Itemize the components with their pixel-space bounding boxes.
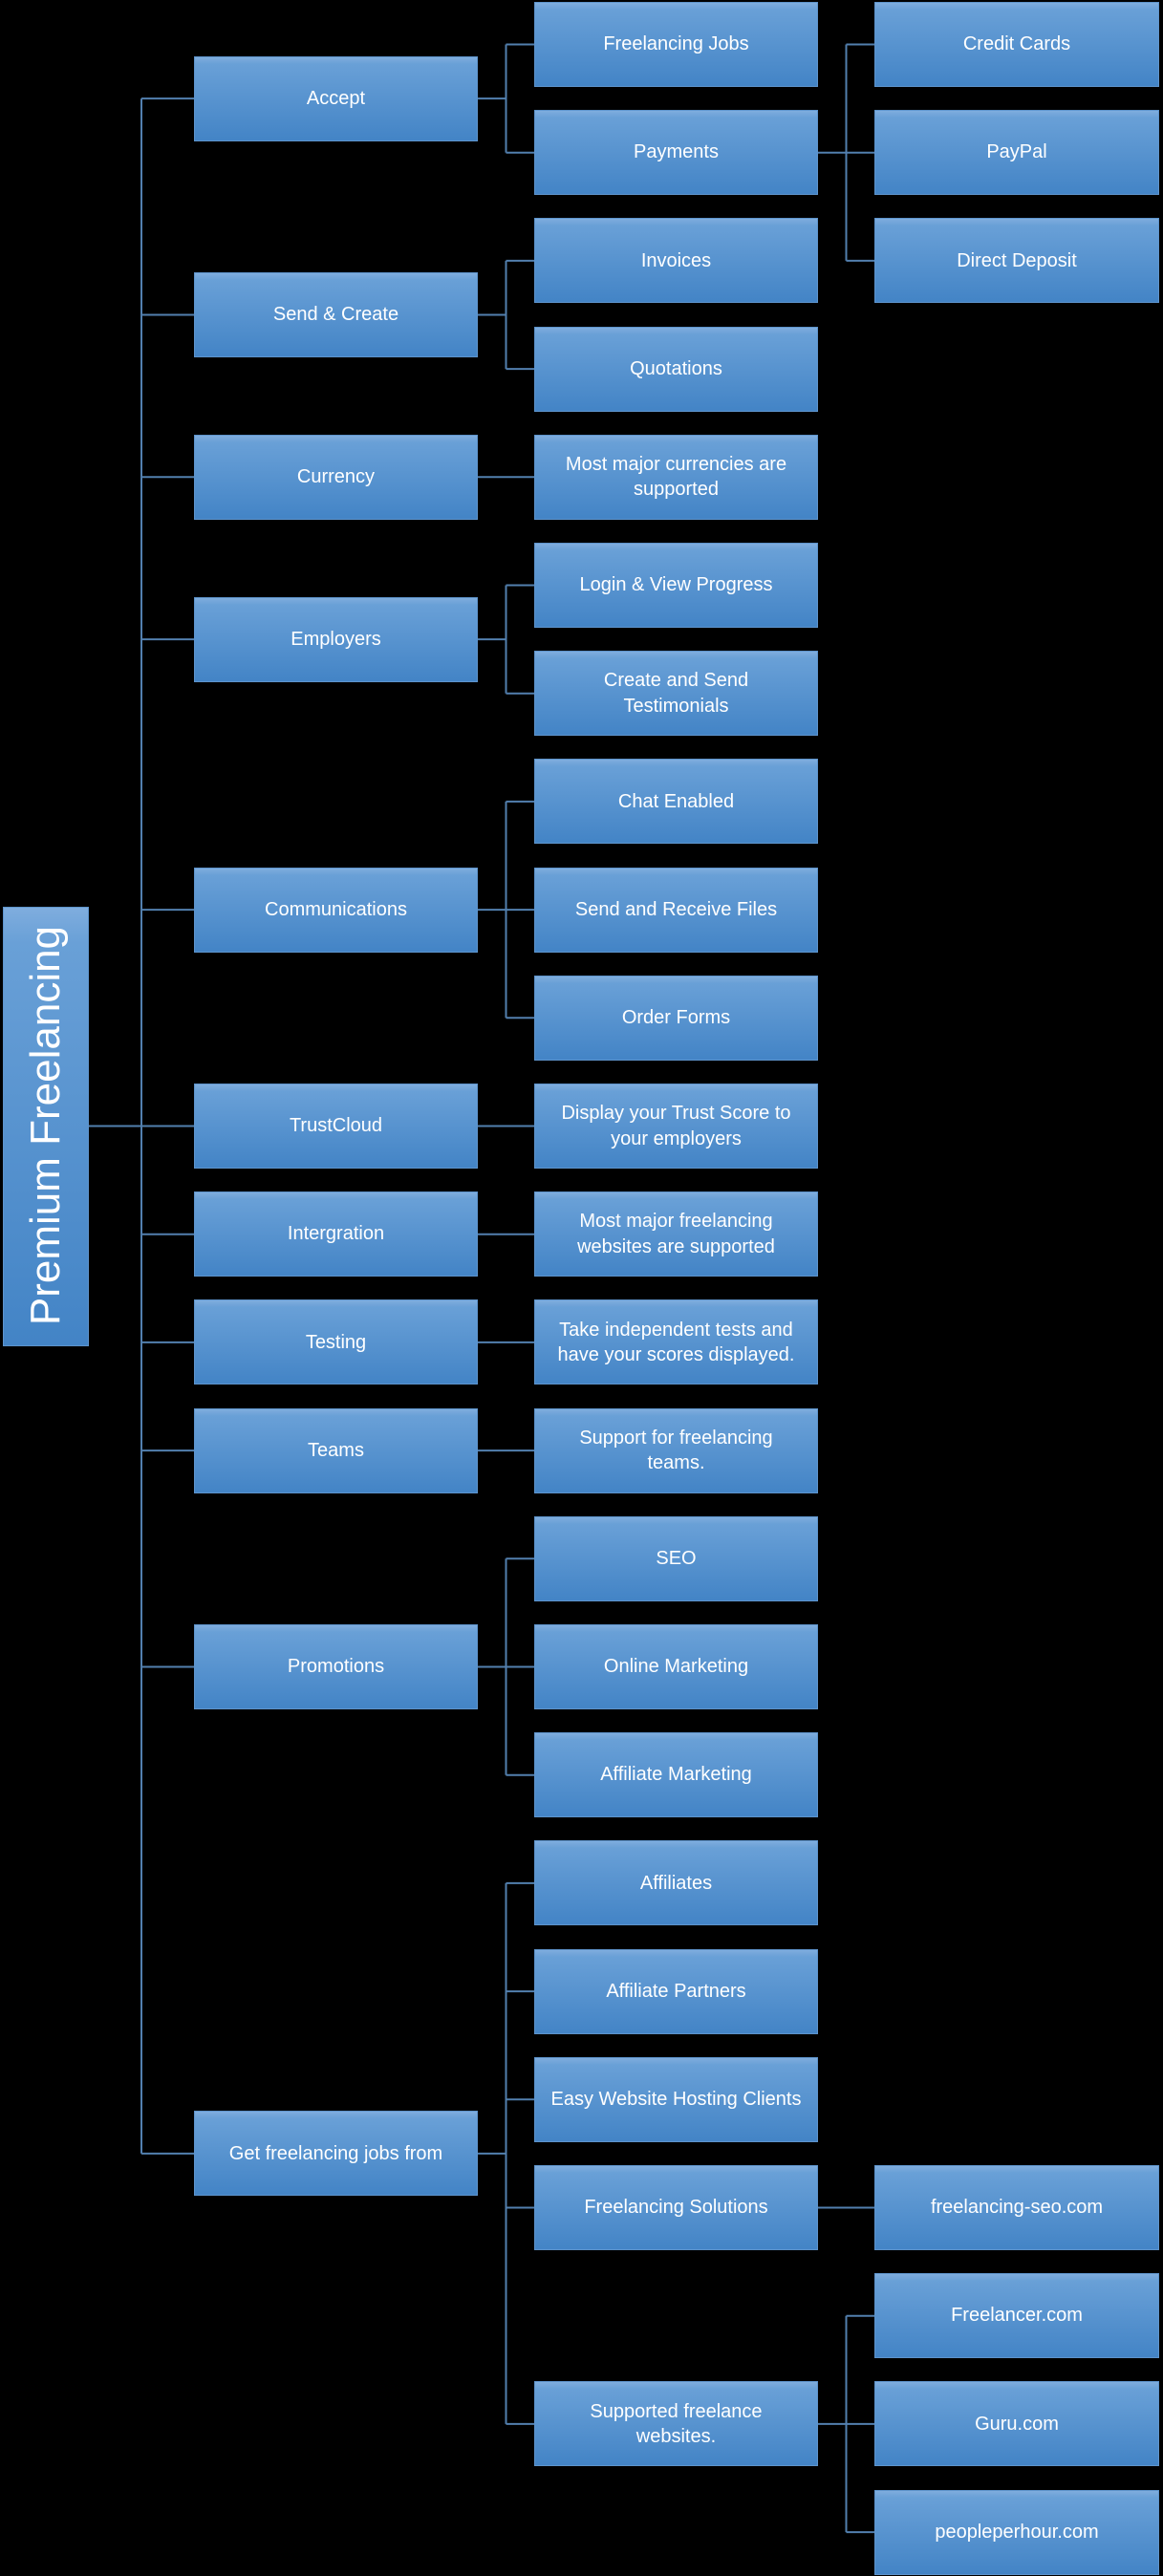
node-label-paypal: PayPal	[986, 141, 1047, 163]
node-label-direct-deposit: Direct Deposit	[957, 249, 1077, 271]
node-label-quotations: Quotations	[630, 357, 722, 379]
node-trustcloud: TrustCloud	[194, 1084, 478, 1169]
node-teams: Teams	[194, 1407, 478, 1493]
node-promotions: Promotions	[194, 1624, 478, 1709]
node-label-guru-com: Guru.com	[975, 2413, 1059, 2435]
node-chat: Chat Enabled	[534, 759, 818, 845]
node-label-accept: Accept	[306, 87, 366, 109]
node-label-testimonials: Create and Send Testimonials	[603, 670, 749, 717]
node-label-send-create: Send & Create	[272, 304, 399, 326]
node-label-login-view: Login & View Progress	[579, 574, 773, 596]
node-label-peopleperhour: peopleperhour.com	[935, 2521, 1099, 2543]
node-peopleperhour: peopleperhour.com	[874, 2489, 1159, 2575]
node-teams-support: Support for freelancing teams.	[534, 1407, 818, 1493]
node-label-easy-hosting: Easy Website Hosting Clients	[550, 2089, 802, 2111]
node-label-supported-websites: Supported freelance websites.	[590, 2400, 763, 2447]
node-label-communications: Communications	[265, 898, 407, 920]
node-direct-deposit: Direct Deposit	[874, 218, 1159, 304]
node-send-create: Send & Create	[194, 272, 478, 357]
node-label-affiliate-partners: Affiliate Partners	[606, 1980, 746, 2002]
node-label-order-forms: Order Forms	[621, 1007, 731, 1029]
node-testimonials: Create and Send Testimonials	[534, 651, 818, 737]
node-tests: Take independent tests and have your sco…	[534, 1299, 818, 1385]
node-accept: Accept	[194, 55, 478, 141]
node-label-chat: Chat Enabled	[617, 790, 735, 812]
node-freelancing-seo: freelancing-seo.com	[874, 2165, 1159, 2250]
node-title: Premium Freelancing	[3, 906, 89, 1346]
node-label-freelancing-seo: freelancing-seo.com	[930, 2197, 1104, 2219]
node-order-forms: Order Forms	[534, 975, 818, 1061]
node-trust-score: Display your Trust Score to your employe…	[534, 1084, 818, 1169]
node-login-view: Login & View Progress	[534, 543, 818, 628]
node-credit-cards: Credit Cards	[874, 2, 1159, 87]
node-easy-hosting: Easy Website Hosting Clients	[534, 2056, 818, 2142]
node-affiliates: Affiliates	[534, 1840, 818, 1926]
node-paypal: PayPal	[874, 110, 1159, 196]
node-quotations: Quotations	[534, 326, 818, 412]
node-get-jobs: Get freelancing jobs from	[194, 2111, 478, 2197]
node-label-freelancing-jobs: Freelancing Jobs	[603, 33, 749, 55]
node-freelancing-solutions: Freelancing Solutions	[534, 2165, 818, 2250]
node-label-payments: Payments	[634, 141, 719, 163]
node-payments: Payments	[534, 110, 818, 196]
node-label-promotions: Promotions	[287, 1656, 385, 1678]
node-label-currencies: Most major currencies are supported	[565, 453, 787, 501]
node-label-title: Premium Freelancing	[21, 926, 69, 1326]
node-affiliate-partners: Affiliate Partners	[534, 1948, 818, 2034]
node-guru-com: Guru.com	[874, 2381, 1159, 2467]
node-label-online-marketing: Online Marketing	[603, 1656, 749, 1678]
node-label-tests: Take independent tests and have your sco…	[557, 1319, 795, 1365]
node-label-files: Send and Receive Files	[574, 898, 778, 920]
node-supported-websites: Supported freelance websites.	[534, 2381, 818, 2467]
node-label-credit-cards: Credit Cards	[962, 33, 1071, 55]
node-intergration: Intergration	[194, 1191, 478, 1277]
node-label-teams-support: Support for freelancing teams.	[579, 1427, 773, 1474]
node-label-freelancing-solutions: Freelancing Solutions	[584, 2197, 768, 2219]
node-communications: Communications	[194, 867, 478, 953]
node-testing: Testing	[194, 1299, 478, 1385]
node-affiliate-marketing: Affiliate Marketing	[534, 1732, 818, 1818]
node-employers: Employers	[194, 596, 478, 682]
node-currencies: Most major currencies are supported	[534, 434, 818, 520]
node-invoices: Invoices	[534, 218, 818, 304]
node-label-invoices: Invoices	[640, 249, 712, 271]
node-freelancer-com: Freelancer.com	[874, 2273, 1159, 2359]
node-label-get-jobs: Get freelancing jobs from	[228, 2142, 443, 2164]
node-label-testing: Testing	[305, 1331, 367, 1353]
node-label-intergration: Intergration	[287, 1223, 385, 1245]
node-label-affiliate-marketing: Affiliate Marketing	[600, 1764, 752, 1786]
node-websites-supported: Most major freelancing websites are supp…	[534, 1191, 818, 1277]
node-seo: SEO	[534, 1515, 818, 1601]
node-label-websites-supported: Most major freelancing websites are supp…	[577, 1211, 775, 1257]
node-currency: Currency	[194, 434, 478, 520]
node-label-freelancer-com: Freelancer.com	[951, 2305, 1083, 2327]
node-label-affiliates: Affiliates	[639, 1872, 713, 1894]
node-files: Send and Receive Files	[534, 867, 818, 953]
node-label-trust-score: Display your Trust Score to your employe…	[561, 1103, 791, 1149]
node-label-teams: Teams	[308, 1439, 364, 1461]
node-label-seo: SEO	[656, 1548, 697, 1570]
node-online-marketing: Online Marketing	[534, 1624, 818, 1709]
node-freelancing-jobs: Freelancing Jobs	[534, 2, 818, 87]
node-label-trustcloud: TrustCloud	[289, 1115, 383, 1137]
node-label-currency: Currency	[296, 466, 376, 488]
node-label-employers: Employers	[291, 628, 381, 650]
